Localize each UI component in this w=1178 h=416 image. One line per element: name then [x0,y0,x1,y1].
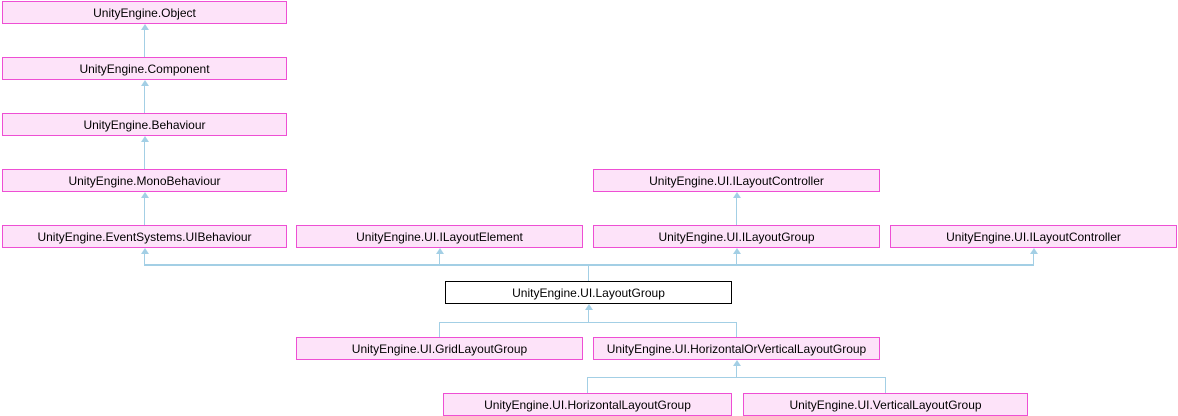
edge-component-object [143,29,146,57]
class-node-verticallayoutgroup[interactable]: UnityEngine.UI.VerticalLayoutGroup [743,393,1028,416]
class-node-ilayoutgroup[interactable]: UnityEngine.UI.ILayoutGroup [593,225,880,248]
arrow-up-layoutgroup-to-ilayoutgroup [732,248,741,254]
edge-ilayoutgroup-ilayoutcontroller [735,197,738,225]
edge-stub-gridlayoutgroup [438,322,441,337]
edge-drop-layoutgroup-top [587,265,590,281]
class-node-ilayoutcontroller-right[interactable]: UnityEngine.UI.ILayoutController [890,225,1177,248]
arrow-up-behaviour-to-component [140,80,149,86]
edge-grandchildren-riser [735,366,738,377]
edge-bus-layoutgroup-children [439,321,737,324]
edge-stub-ilayoutelement [438,253,441,265]
class-node-unityengine-behaviour[interactable]: UnityEngine.Behaviour [2,113,287,136]
arrow-up-layoutgroup-to-uibehaviour [140,248,149,254]
class-node-unityengine-monobehaviour[interactable]: UnityEngine.MonoBehaviour [2,169,287,192]
arrow-up-grandchildren-to-horizontalorvertical [732,360,741,366]
edge-stub-horizontalorvertical [735,322,738,337]
arrow-up-monobehaviour-to-behaviour [140,136,149,142]
arrow-up-layoutgroup-to-ilayoutelement [435,248,444,254]
edge-uibehaviour-monobehaviour [143,197,146,225]
class-node-gridlayoutgroup[interactable]: UnityEngine.UI.GridLayoutGroup [296,337,583,360]
edge-stub-ilayoutgroup [735,253,738,265]
class-node-layoutgroup-current: UnityEngine.UI.LayoutGroup [445,281,732,304]
edge-stub-verticallayoutgroup [884,377,887,393]
edge-stub-uibehaviour [143,253,146,265]
edge-bus-horizontalorvertical-children [587,376,886,378]
arrow-up-uibehaviour-to-monobehaviour [140,192,149,198]
edge-stub-ilayoutcontroller-right [1032,253,1035,265]
class-node-unityengine-component[interactable]: UnityEngine.Component [2,57,287,80]
class-node-unityengine-object[interactable]: UnityEngine.Object [2,1,287,24]
class-node-horizontalorverticallayoutgroup[interactable]: UnityEngine.UI.HorizontalOrVerticalLayou… [593,337,880,360]
arrow-up-ilayoutgroup-to-ilayoutcontroller [732,192,741,198]
edge-children-riser [587,310,590,323]
arrow-up-component-to-object [140,24,149,30]
class-node-horizontallayoutgroup[interactable]: UnityEngine.UI.HorizontalLayoutGroup [443,393,732,416]
arrow-up-children-to-layoutgroup [584,304,593,310]
class-node-eventsystems-uibehaviour[interactable]: UnityEngine.EventSystems.UIBehaviour [2,225,287,248]
edge-stub-horizontallayoutgroup [586,377,589,393]
class-node-ilayoutelement[interactable]: UnityEngine.UI.ILayoutElement [296,225,583,248]
class-node-ilayoutcontroller-upper[interactable]: UnityEngine.UI.ILayoutController [593,169,880,192]
edge-behaviour-component [143,85,146,113]
edge-monobehaviour-behaviour [143,141,146,169]
arrow-up-layoutgroup-to-ilayoutcontroller-right [1029,248,1038,254]
